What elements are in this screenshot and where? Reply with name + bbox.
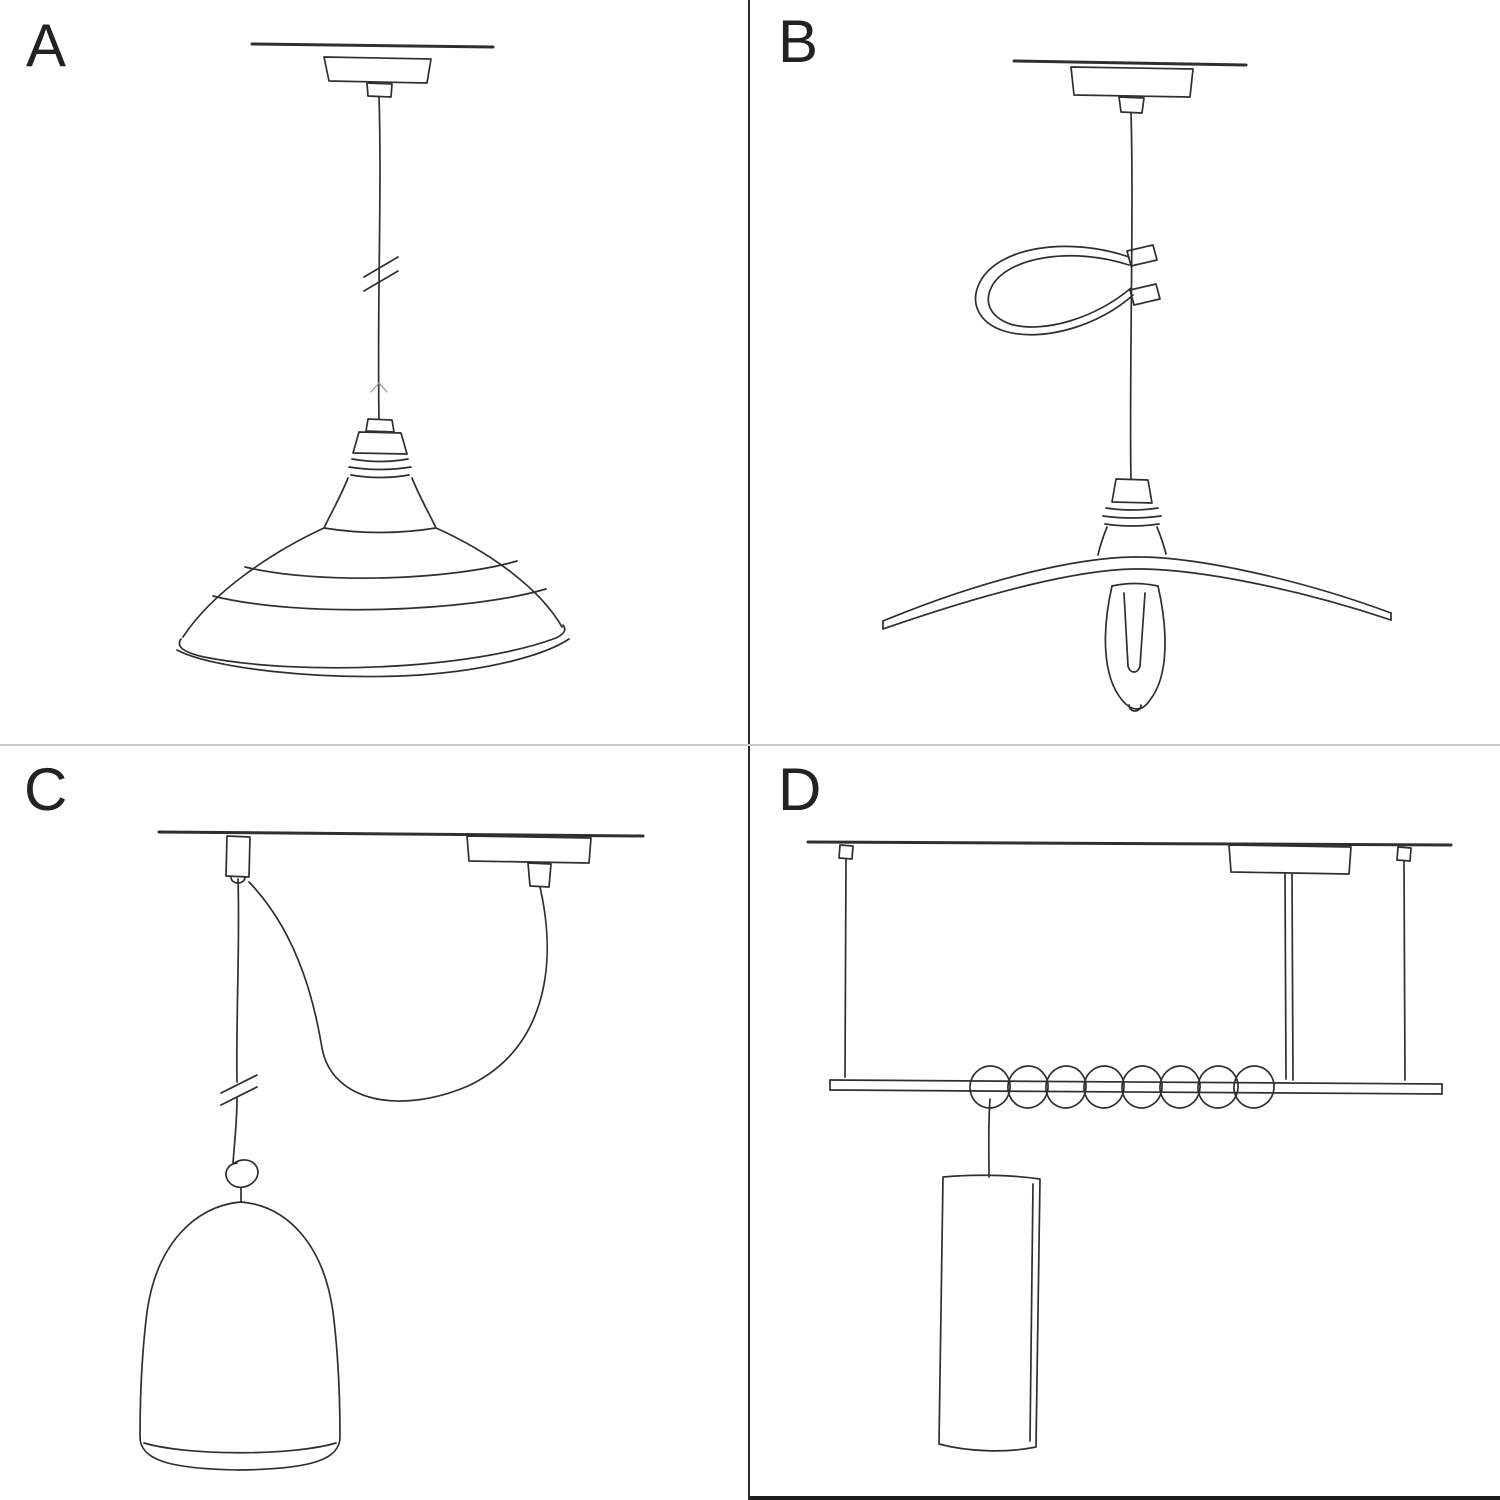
- pendant-straight-drop-shade-sketch-icon: [176, 42, 570, 678]
- pendant-swag-hook-plate-shade-bulb-sketch-icon: [882, 59, 1392, 712]
- panel-c-label: C: [24, 756, 69, 823]
- panel-d: D: [750, 746, 1500, 1500]
- pendant-swag-bell-shade-sketch-icon: [139, 830, 645, 1471]
- horizontal-divider: [0, 744, 1500, 746]
- panel-a: A: [0, 0, 750, 744]
- panel-d-label: D: [778, 756, 823, 823]
- pendant-bar-coiled-cable-tube-shade-sketch-icon: [806, 840, 1453, 1452]
- vertical-divider: [748, 0, 750, 1500]
- bottom-edge-line: [750, 1496, 1500, 1500]
- panel-a-label: A: [26, 12, 68, 79]
- panel-c: C: [0, 746, 750, 1500]
- panel-b-label: B: [778, 8, 820, 75]
- panel-b: B: [750, 0, 1500, 744]
